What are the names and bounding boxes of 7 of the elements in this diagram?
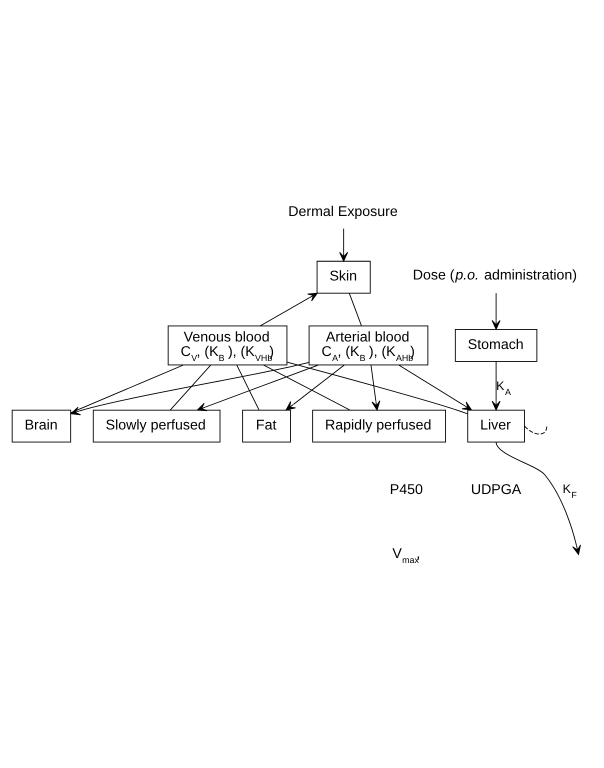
label: V$_{max}$, [392, 546, 420, 565]
label: UDPGA [470, 482, 522, 498]
label: P450 [390, 482, 423, 498]
node-text: Dermal Exposure [288, 204, 398, 220]
node-text: Dose (p.o. administration) [412, 268, 578, 284]
edge-label: K$_{A}$ [496, 378, 511, 397]
edge-label: K$_{F}$ [562, 482, 577, 500]
